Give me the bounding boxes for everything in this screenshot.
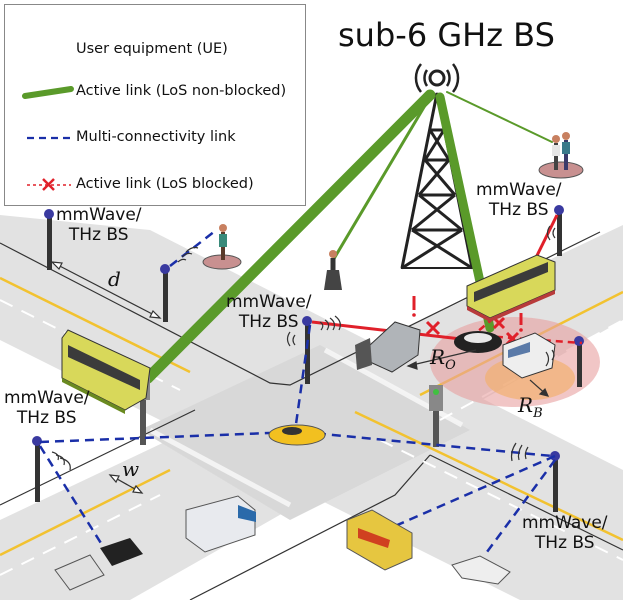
bs-label-left: mmWave/ THz BS — [4, 388, 90, 428]
legend-label-active-link: Active link (LoS non-blocked) — [76, 83, 287, 99]
bs-top-right — [554, 205, 564, 256]
ue-couple — [538, 132, 584, 179]
legend-green-line — [22, 86, 74, 99]
bs-top-left — [44, 209, 54, 270]
dimension-w — [108, 474, 144, 494]
ue-pedestrians — [24, 13, 584, 290]
bs-label-top-left: mmWave/ THz BS — [56, 205, 142, 245]
crosswalks — [148, 347, 464, 508]
legend: User equipment (UE) Active link (LoS non… — [4, 4, 306, 206]
beam-arcs — [51, 225, 556, 471]
police-car — [454, 331, 502, 353]
delivery-van — [346, 509, 413, 571]
truck-bottom — [185, 495, 256, 553]
legend-symbols — [22, 86, 74, 191]
label-r-b: RB — [518, 393, 543, 421]
legend-label-blocked-link: Active link (LoS blocked) — [76, 176, 254, 192]
label-r-o: RO — [430, 345, 456, 373]
label-w: w — [122, 457, 140, 481]
bs-label-center: mmWave/ THz BS — [226, 292, 312, 332]
car-with-caravan — [54, 538, 143, 591]
yellow-sports-car — [268, 424, 326, 446]
dimension-d — [50, 261, 162, 319]
legend-label-multi-connectivity: Multi-connectivity link — [76, 129, 236, 145]
white-car-bottom-right — [451, 555, 511, 585]
bs-left — [32, 436, 42, 502]
ue-center-woman — [324, 250, 342, 290]
bs-ue-left — [160, 264, 170, 322]
mmwave-bs-poles — [32, 205, 584, 512]
legend-red-x-icon — [42, 178, 55, 191]
sub6-link-bus — [142, 89, 436, 384]
dimension-radii — [406, 349, 550, 397]
legend-label-ue: User equipment (UE) — [76, 41, 228, 57]
curbs — [0, 231, 623, 600]
bs-label-bottom-right: mmWave/ THz BS — [522, 513, 608, 553]
multi-connectivity-links — [38, 230, 557, 557]
vehicles — [54, 254, 556, 591]
sub6-link-pedestrian — [330, 95, 432, 264]
label-d: d — [108, 267, 121, 291]
bs-label-top-right: mmWave/ THz BS — [476, 180, 562, 220]
title-sub6-bs: sub-6 GHz BS — [338, 16, 555, 54]
sub6-link-couple — [446, 91, 553, 143]
bus-left — [61, 329, 151, 414]
bs-center — [302, 316, 312, 384]
bus-right — [466, 254, 556, 322]
ue-near-bs-left — [202, 224, 242, 270]
camper-van — [502, 332, 556, 379]
truck-center — [355, 321, 421, 373]
